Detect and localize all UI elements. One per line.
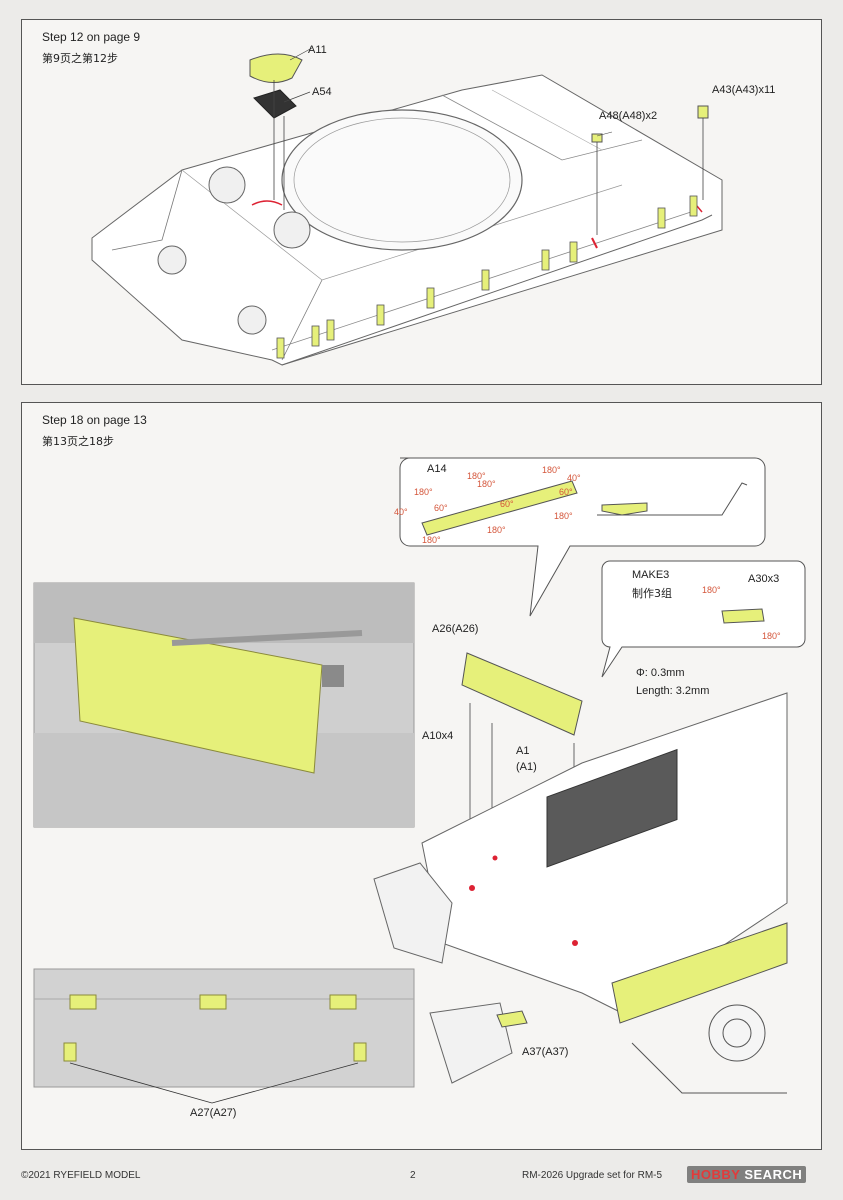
label-a43: A43(A43)x11 <box>712 84 776 96</box>
label-a14: A14 <box>427 463 447 475</box>
step-12-title: Step 12 on page 9 <box>42 30 141 44</box>
angle-label: 60° <box>559 487 573 497</box>
hobbysearch-watermark: HOBBY SEARCH <box>687 1166 807 1183</box>
make3-label: MAKE3 <box>632 569 670 581</box>
label-a1: A1 <box>516 745 530 757</box>
angle-label: 180° <box>702 585 721 595</box>
label-a48: A48(A48)x2 <box>599 110 658 122</box>
angle-label: 180° <box>554 511 573 521</box>
label-a26: A26(A26) <box>432 623 479 635</box>
label-a54: A54 <box>312 86 332 98</box>
footer-product: RM-2026 Upgrade set for RM-5 <box>522 1170 663 1181</box>
label-phi: Φ: 0.3mm <box>636 667 685 679</box>
label-a10: A10x4 <box>422 730 454 742</box>
step-18-subtitle: 第13页之18步 <box>42 435 114 448</box>
angle-label: 40° <box>567 473 581 483</box>
footer-page-number: 2 <box>410 1170 416 1181</box>
angle-label: 180° <box>762 631 781 641</box>
angle-label: 180° <box>477 479 496 489</box>
angle-label: 180° <box>422 535 441 545</box>
watermark-suffix: SEARCH <box>744 1167 803 1182</box>
angle-label: 180° <box>467 471 486 481</box>
angle-label: 180° <box>487 525 506 535</box>
angle-label: 60° <box>434 503 448 513</box>
label-length: Length: 3.2mm <box>636 685 710 697</box>
step-12-hull-illustration <box>91 47 723 366</box>
watermark-prefix: HOBBY <box>691 1167 741 1182</box>
step-18-panel: Step 18 on page 13 第13页之18步 <box>21 402 822 1150</box>
label-a11: A11 <box>308 44 327 56</box>
label-a27: A27(A27) <box>190 1107 237 1119</box>
footer-copyright: ©2021 RYEFIELD MODEL <box>21 1170 141 1181</box>
angle-label: 180° <box>542 465 561 475</box>
angle-label: 40° <box>394 507 408 517</box>
make3-subtitle: 制作3组 <box>632 587 672 600</box>
step-12-subtitle: 第9页之第12步 <box>42 52 118 65</box>
angle-label: 60° <box>500 499 514 509</box>
angle-label: 180° <box>414 487 433 497</box>
label-a30: A30x3 <box>748 573 780 585</box>
label-a37: A37(A37) <box>522 1046 569 1058</box>
step-18-title: Step 18 on page 13 <box>42 413 147 427</box>
step-18-illustration <box>33 457 806 1104</box>
label-a1-paren: (A1) <box>516 761 537 773</box>
step-12-panel: Step 12 on page 9 第9页之第12步 <box>21 19 822 385</box>
